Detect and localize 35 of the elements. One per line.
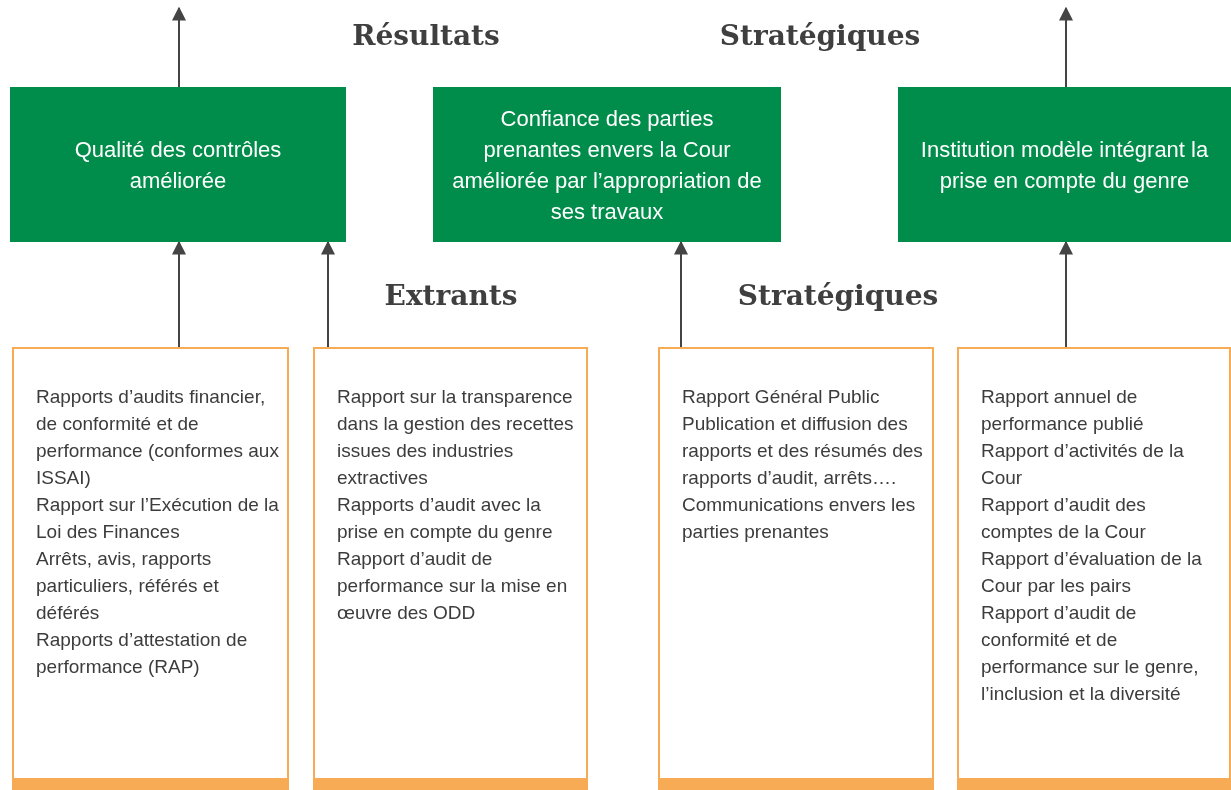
output-box	[658, 347, 934, 790]
arrow	[674, 240, 688, 348]
output-item: Rapport sur l’Exécution de la Loi des Finances	[36, 493, 279, 544]
output-item: Rapport annuel de performance publié	[981, 385, 1145, 436]
output-item: Rapport d’évaluation de la Cour par les pairs	[981, 547, 1203, 598]
output-box	[957, 347, 1231, 790]
section-heading: Stratégiques	[719, 18, 921, 54]
output-item: Rapports d’audits financier, de conformité et de performance (conformes aux ISSAI)	[36, 385, 279, 490]
output-box	[12, 347, 289, 790]
outcome-box	[898, 87, 1231, 242]
output-item: Rapports d’attestation de performance (RAP)	[36, 628, 249, 679]
outcome-text: Confiance des parties prenantes envers la Cour améliorée par l’appropriation de ses travaux	[451, 104, 763, 226]
output-item: Rapport d’audit des comptes de la Cour	[981, 493, 1147, 544]
output-box	[313, 347, 588, 790]
section-heading: Résultats	[352, 18, 500, 54]
arrow	[321, 240, 335, 348]
arrow	[172, 6, 186, 88]
outcome-text: Qualité des contrôles améliorée	[73, 135, 283, 195]
output-item: Communications envers les parties prenantes	[682, 493, 917, 544]
section-heading: Extrants	[384, 278, 518, 314]
output-item: Rapports d’audit avec la prise en compte du genre	[337, 493, 554, 544]
outcome-box	[433, 87, 781, 242]
output-item: Rapport Général Public	[682, 385, 881, 409]
section-heading: Stratégiques	[737, 278, 939, 314]
output-item: Rapport d’activités de la Cour	[981, 439, 1185, 490]
arrow	[1059, 6, 1073, 88]
arrow	[1059, 240, 1073, 348]
outcome-box	[10, 87, 346, 242]
output-item: Rapport d’audit de performance sur la mise en œuvre des ODD	[337, 547, 569, 625]
output-item: Rapport d’audit de conformité et de performance sur le genre, l’inclusion et la diversité	[981, 601, 1200, 706]
arrow	[172, 240, 186, 348]
output-item: Rapport sur la transparence dans la gestion des recettes issues des industries extractives	[337, 385, 575, 490]
output-item: Publication et diffusion des rapports et des résumés des rapports d’audit, arrêts….	[682, 412, 924, 490]
output-item: Arrêts, avis, rapports particuliers, référés et déférés	[36, 547, 220, 625]
outcome-text: Institution modèle intégrant la prise en compte du genre	[919, 135, 1210, 195]
